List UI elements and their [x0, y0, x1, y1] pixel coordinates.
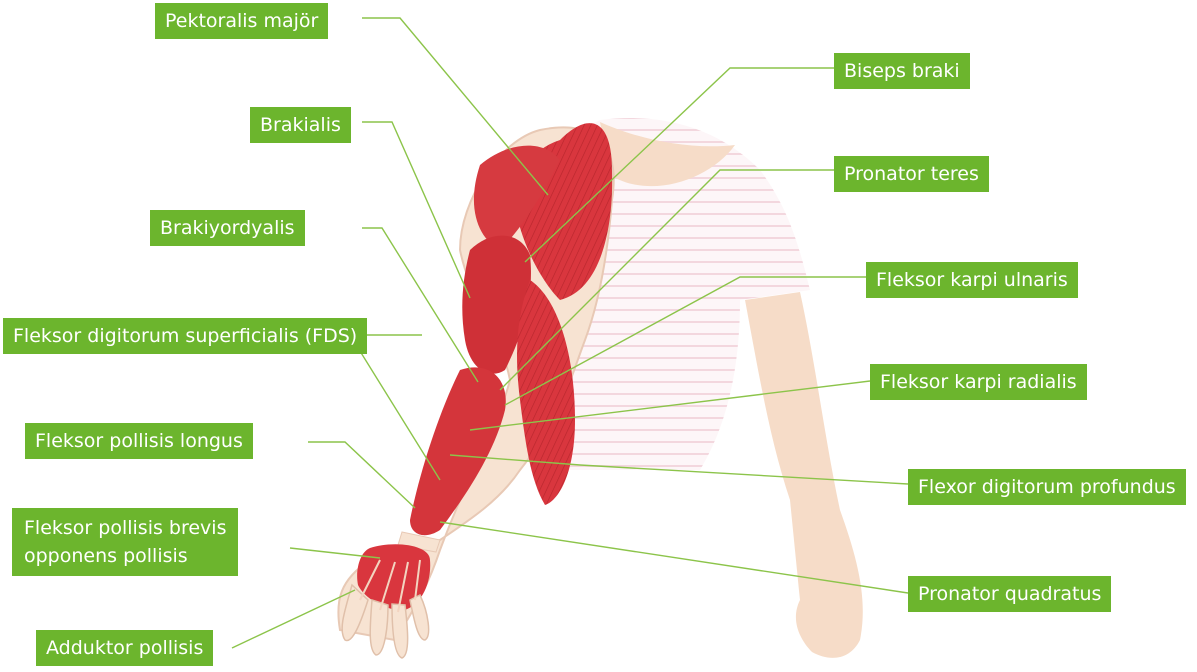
label-fleksor-pollisis-longus: Fleksor pollisis longus [25, 423, 253, 459]
label-pronator-quadratus: Pronator quadratus [908, 576, 1111, 612]
label-fds: Fleksor digitorum superficialis (FDS) [3, 318, 367, 354]
label-brakiyordyalis: Brakiyordyalis [150, 210, 305, 246]
label-fleksor-pollisis-brevis: Fleksor pollisis brevis opponens pollisi… [12, 508, 238, 576]
label-pronator-teres: Pronator teres [834, 156, 989, 192]
label-biseps-braki: Biseps braki [834, 53, 970, 89]
label-brakialis: Brakialis [250, 107, 351, 143]
label-pektoralis-major: Pektoralis majör [155, 3, 328, 39]
label-fleksor-karpi-radialis: Fleksor karpi radialis [870, 364, 1087, 400]
label-fleksor-karpi-ulnaris: Fleksor karpi ulnaris [866, 262, 1078, 298]
label-flexor-digitorum-profundus: Flexor digitorum profundus [908, 469, 1186, 505]
label-adduktor-pollisis: Adduktor pollisis [36, 630, 213, 666]
